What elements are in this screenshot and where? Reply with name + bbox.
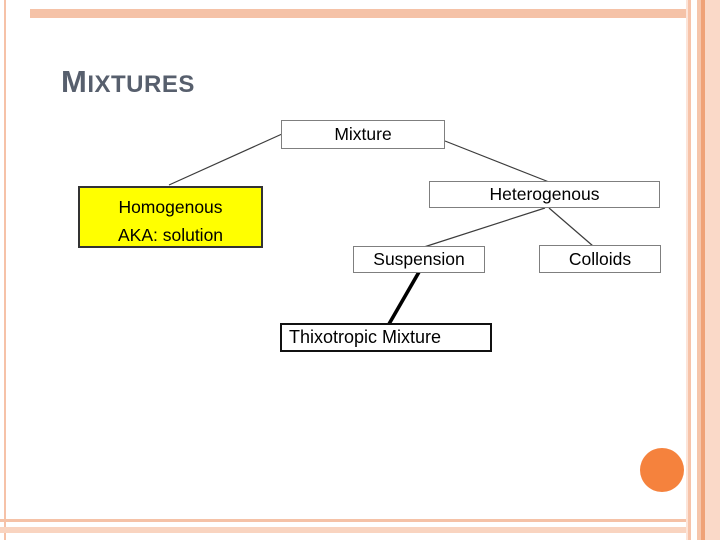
node-heterogenous: Heterogenous <box>429 181 660 208</box>
edge-mixture-homogenous <box>168 133 283 186</box>
node-thixotropic-label: Thixotropic Mixture <box>289 327 442 347</box>
node-mixture-label: Mixture <box>334 124 392 144</box>
right-border-line-1 <box>686 0 688 540</box>
node-homogenous: Homogenous AKA: solution <box>78 186 263 248</box>
top-border-bar <box>30 9 691 18</box>
edge-heterogenous-colloids <box>548 207 594 247</box>
node-suspension: Suspension <box>353 246 485 273</box>
right-border-line-3 <box>697 0 701 540</box>
edge-mixture-heterogenous <box>444 140 550 183</box>
node-homogenous-line1: Homogenous <box>118 197 223 217</box>
node-mixture: Mixture <box>281 120 445 149</box>
left-border-line <box>4 0 6 540</box>
right-border-line-5 <box>705 0 720 540</box>
slide-title-lead-cap: M <box>61 64 88 99</box>
node-colloids: Colloids <box>539 245 661 273</box>
slide-title-small-caps: IXTURES <box>87 71 195 98</box>
edge-suspension-thixotropic <box>387 271 421 325</box>
node-suspension-label: Suspension <box>373 249 465 269</box>
node-homogenous-line2: AKA: solution <box>117 225 224 245</box>
node-colloids-label: Colloids <box>568 249 632 269</box>
node-thixotropic-mixture: Thixotropic Mixture <box>280 323 492 352</box>
edge-heterogenous-suspension <box>423 207 546 248</box>
accent-circle <box>640 448 684 492</box>
right-border-line-2 <box>688 0 691 540</box>
right-border-line-4 <box>701 0 705 540</box>
bottom-border-line <box>0 519 691 522</box>
bottom-border-band <box>0 527 691 533</box>
node-heterogenous-label: Heterogenous <box>489 184 600 204</box>
